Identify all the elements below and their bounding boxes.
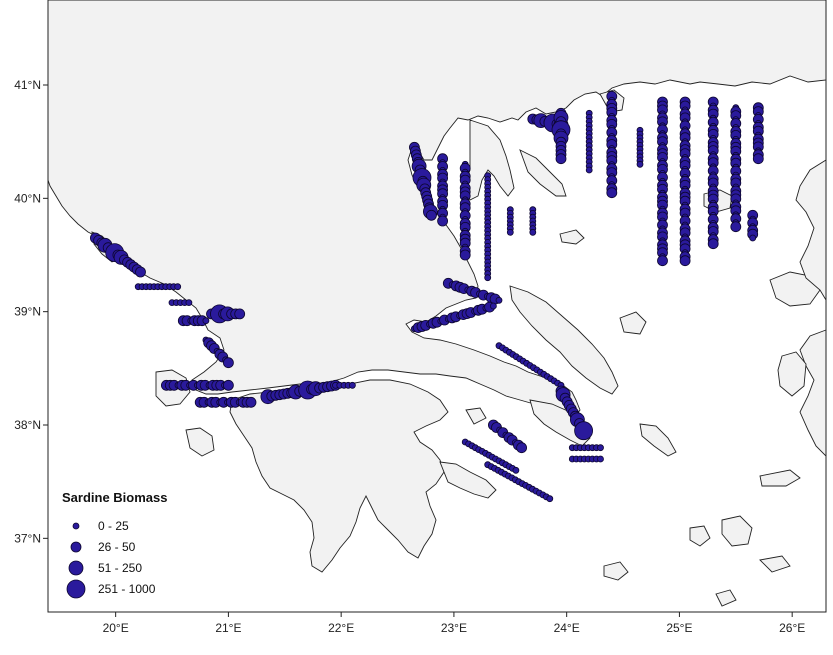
andros: [639, 423, 677, 457]
biomass-marker: [512, 466, 520, 474]
biomass-marker: [752, 153, 764, 165]
biomass-marker: [348, 381, 356, 389]
euboea: [509, 285, 619, 395]
x-axis: 20°E 21°E 22°E 23°E 24°E 25°E 26°E: [103, 612, 805, 635]
legend: Sardine Biomass 0 - 25 26 - 50 51 - 250 251…: [62, 490, 168, 599]
biomass-marker: [202, 317, 210, 325]
milos: [603, 561, 629, 581]
map-frame: [47, 0, 827, 613]
biomass-marker: [585, 166, 593, 174]
biomass-marker: [546, 495, 554, 503]
legend-label: 26 - 50: [98, 540, 136, 554]
biomass-marker: [679, 255, 691, 267]
biomass-marker: [185, 299, 193, 307]
biomass-marker: [636, 160, 644, 168]
paros: [689, 525, 711, 547]
biomass-marker: [657, 255, 668, 267]
x-tick-label: 25°E: [666, 621, 692, 635]
biomass-marker: [597, 455, 604, 463]
legend-symbol: [66, 579, 86, 599]
legend-symbol: [70, 541, 82, 553]
biomass-marker: [707, 238, 719, 250]
legend-symbol: [68, 560, 84, 576]
argolid: [439, 461, 497, 499]
y-axis: 41°N 40°N 39°N 38°N 37°N: [14, 78, 48, 545]
biomass-marker: [135, 266, 146, 278]
y-tick-label: 40°N: [14, 191, 41, 205]
legend-label: 251 - 1000: [98, 582, 156, 596]
legend-label: 0 - 25: [98, 519, 129, 533]
ikaria: [759, 469, 801, 487]
biomass-marker: [529, 228, 537, 236]
biomass-marker: [234, 308, 246, 320]
x-tick-label: 22°E: [328, 621, 354, 635]
biomass-marker: [597, 444, 604, 452]
biomass-marker: [425, 209, 437, 221]
skyros: [619, 311, 647, 335]
y-tick-label: 38°N: [14, 418, 41, 432]
y-tick-label: 41°N: [14, 78, 41, 92]
amorgos: [759, 555, 791, 573]
biomass-marker: [506, 228, 514, 236]
x-tick-label: 24°E: [554, 621, 580, 635]
x-tick-label: 26°E: [779, 621, 805, 635]
biomass-marker: [555, 153, 567, 165]
biomass-marker: [459, 249, 471, 261]
biomass-marker: [749, 234, 757, 242]
x-tick-label: 21°E: [215, 621, 241, 635]
legend-symbol: [72, 522, 80, 530]
biomass-marker: [174, 283, 182, 291]
biomass-marker: [245, 396, 257, 408]
legend-title: Sardine Biomass: [62, 490, 168, 505]
peloponnese: [229, 379, 449, 573]
biomass-marker: [606, 187, 618, 199]
skiathos: [559, 229, 585, 245]
biomass-marker: [574, 421, 593, 441]
x-tick-label: 20°E: [103, 621, 129, 635]
y-tick-label: 37°N: [14, 531, 41, 545]
biomass-marker: [516, 442, 527, 454]
zakynthos: [185, 427, 215, 457]
biomass-marker: [222, 379, 234, 391]
lesvos: [769, 271, 821, 307]
biomass-marker: [484, 274, 492, 282]
biomass-markers: [90, 90, 764, 503]
naxos: [721, 515, 753, 547]
biomass-marker: [437, 215, 449, 227]
biomass-marker: [730, 221, 742, 233]
santorini: [715, 589, 737, 607]
biomass-marker: [495, 296, 503, 304]
athos: [519, 149, 567, 197]
aegina: [465, 407, 487, 425]
chios: [777, 351, 807, 397]
legend-label: 51 - 250: [98, 561, 142, 575]
biomass-marker: [222, 357, 234, 369]
biomass-marker: [489, 302, 497, 310]
y-tick-label: 39°N: [14, 305, 41, 319]
x-tick-label: 23°E: [441, 621, 467, 635]
